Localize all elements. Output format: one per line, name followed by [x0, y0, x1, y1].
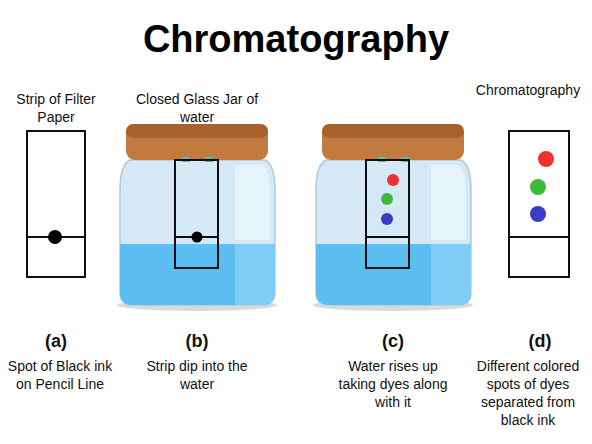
step-description: Different colored spots of dyes separate…: [469, 357, 587, 429]
glass-jar-c: [313, 124, 473, 311]
chromatogram-caption: Chromatography: [469, 81, 587, 99]
step-letter: (a): [36, 330, 76, 352]
glass-jar-b: [117, 124, 277, 311]
step-letter: (c): [373, 330, 413, 352]
filter-strip-a: [27, 131, 85, 277]
jar-caption: Closed Glass Jar of water: [133, 90, 261, 126]
step-description: Water rises up taking dyes along with it: [330, 357, 456, 411]
step-description: Spot of Black ink on Pencil Line: [2, 357, 118, 393]
strip-caption: Strip of Filter Paper: [2, 90, 110, 126]
diagram-title: Chromatography: [0, 17, 592, 61]
step-letter: (d): [520, 330, 560, 352]
step-letter: (b): [177, 330, 217, 352]
step-description: Strip dip into the water: [143, 357, 251, 393]
chromatogram-strip-d: [509, 131, 569, 277]
